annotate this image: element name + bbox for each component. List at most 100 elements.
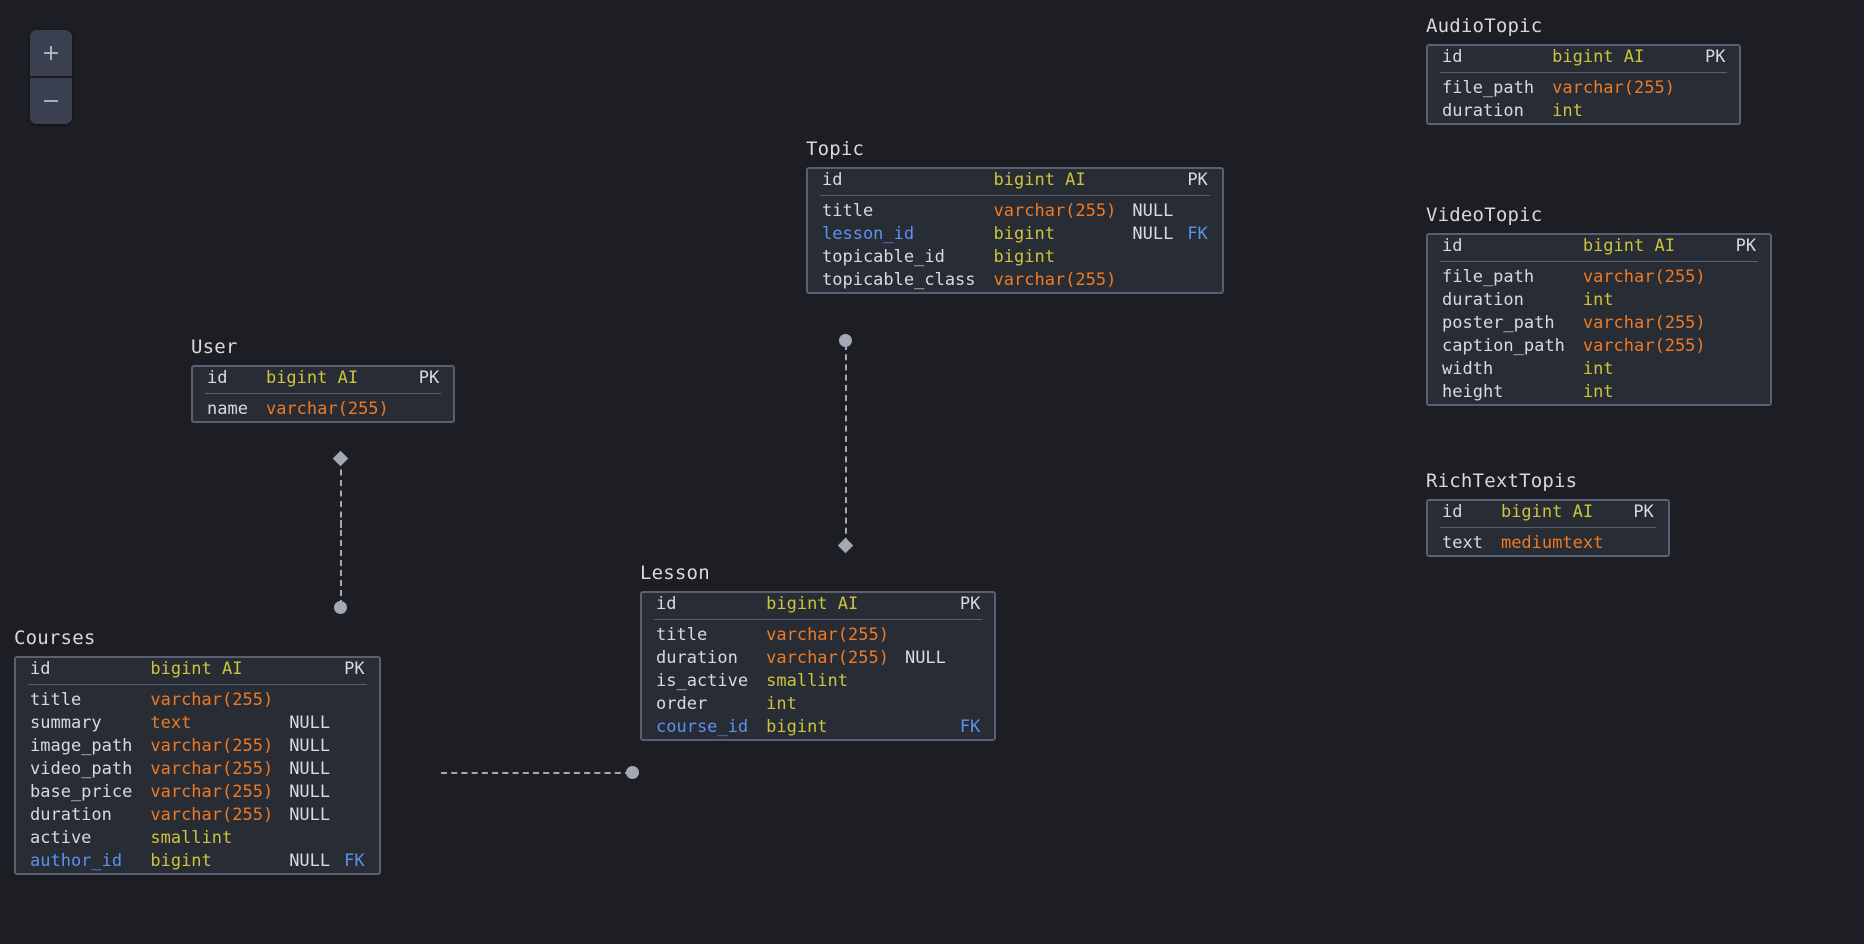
column-type: smallint <box>150 828 233 848</box>
column-key-badge <box>1187 246 1221 269</box>
column-nullable <box>905 624 960 647</box>
column-name: topicable_class <box>822 270 976 290</box>
column-key-badge <box>960 647 994 670</box>
column-key-badge: PK <box>344 659 365 679</box>
connector-endpoint-diamond <box>332 450 349 467</box>
column-nullable <box>1722 335 1736 358</box>
column-nullable <box>289 689 344 712</box>
column-nullable <box>1132 246 1187 269</box>
connector-endpoint-circle <box>626 766 639 779</box>
column-nullable <box>1132 169 1187 192</box>
column-name: title <box>822 201 874 221</box>
column-name: active <box>30 828 92 848</box>
column-nullable: NULL <box>289 713 331 733</box>
column-name: id <box>1442 502 1463 522</box>
column-type: varchar(255) <box>150 759 274 779</box>
column-key-badge <box>1705 100 1739 123</box>
column-type: int <box>1582 359 1614 379</box>
column-nullable: NULL <box>289 805 331 825</box>
column-key-badge <box>1736 312 1770 335</box>
column-type: bigint <box>993 247 1055 267</box>
column-key-badge: PK <box>1704 47 1726 67</box>
column-key-badge <box>1705 77 1739 100</box>
column-nullable <box>1722 381 1736 404</box>
column-type: varchar(255) <box>766 648 889 668</box>
column-type: varchar(255) <box>1582 336 1706 356</box>
connector-endpoint-circle <box>839 334 852 347</box>
column-key-badge: FK <box>1187 224 1208 244</box>
column-type: varchar(255) <box>1582 267 1706 287</box>
column-name: file_path <box>1442 78 1535 98</box>
column-type: varchar(255) <box>150 736 274 756</box>
column-key-badge <box>1736 266 1770 289</box>
column-row[interactable]: active smallint <box>16 827 379 850</box>
column-key-badge <box>1633 532 1667 555</box>
zoom-in-button[interactable] <box>30 30 72 76</box>
column-row[interactable]: title varchar(255) NULL <box>808 200 1222 223</box>
column-nullable: NULL <box>1132 201 1174 221</box>
column-key-badge <box>344 804 378 827</box>
zoom-out-button[interactable] <box>30 76 72 124</box>
column-name: title <box>30 690 82 710</box>
entity-title: User <box>191 336 238 358</box>
column-row[interactable]: title varchar(255) <box>16 689 379 712</box>
column-type: varchar(255) <box>150 690 274 710</box>
column-name: id <box>30 659 51 679</box>
column-type: bigint AI <box>766 594 859 614</box>
column-name: id <box>1442 236 1463 256</box>
column-nullable <box>1722 289 1736 312</box>
column-key-badge <box>1736 381 1770 404</box>
column-name: id <box>656 594 677 614</box>
column-type: varchar(255) <box>993 201 1117 221</box>
column-type: bigint <box>993 224 1055 244</box>
column-type: varchar(255) <box>1582 313 1706 333</box>
column-key-badge <box>344 781 378 804</box>
column-type: bigint AI <box>265 368 359 388</box>
column-key-badge: FK <box>959 717 981 737</box>
column-key-badge: PK <box>418 368 440 388</box>
